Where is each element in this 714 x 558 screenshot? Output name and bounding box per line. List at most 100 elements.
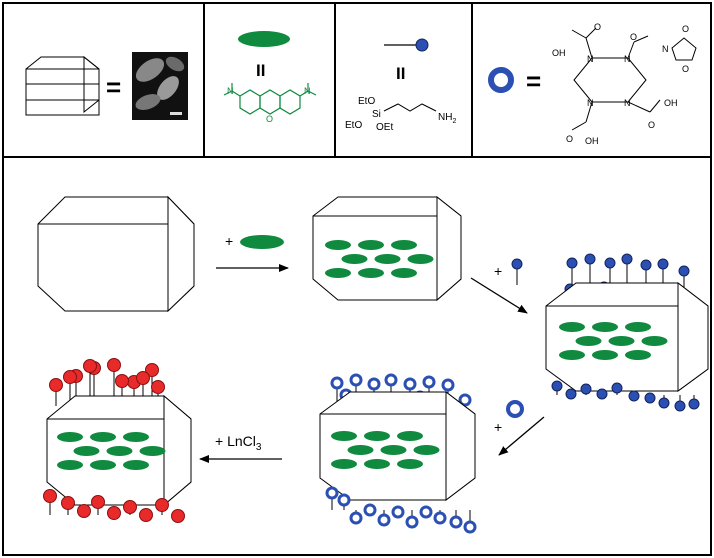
dota-oh-bottom-left: OH [585,136,599,146]
chelator-ring-icon [506,400,524,418]
bottom-lanthanide-chains [43,489,185,523]
silane-lollipop-icon [596,388,608,400]
top-lanthanide-chains [49,358,165,406]
chelator-ring-icon [422,375,436,389]
step4: + LnCl3 [199,433,282,463]
chelator-ring-icon [349,511,363,525]
chelator-ring-icon [367,377,381,391]
dota-n2: N [624,54,631,64]
dye-ellipse-icon [374,254,401,264]
step1: + [216,233,289,272]
dye-ellipse-icon [380,445,407,455]
step2-plus: + [494,263,502,279]
chelator-ring-icon [449,515,463,529]
dye-cluster [57,432,166,470]
dye-ellipse-icon [358,240,384,250]
step3-plus: + [494,419,502,435]
legend-prism: = [25,52,188,120]
step3: + [494,400,545,456]
dye-ring-oxygen: O [266,114,273,124]
lanthanide-complex-icon [171,509,185,523]
dye-ellipse-icon [407,254,434,264]
dye-ellipse-icon [325,268,351,278]
dye-ellipse-icon [559,322,585,332]
dye-ellipse-icon [575,336,602,346]
dota-nhs-o-bottom: O [682,64,689,74]
dota-oh-bottom-right: OH [664,98,678,108]
chelator-ring-icon [330,376,344,390]
apts-eto-left: EtO [345,120,362,131]
dye-ellipse-icon [641,336,668,346]
silane-lollipop-icon [621,253,633,265]
dota-ester-o: O [630,32,637,42]
dye-structure-icon [223,83,317,115]
dota-n3: N [587,98,594,108]
silane-lollipop-icon [628,390,640,402]
dye-ellipse-icon [391,240,417,250]
dota-o-bottom-left: O [566,134,573,144]
apts-si: Si [372,109,381,120]
dye-ellipse-icon [57,432,83,442]
silane-lollipop-icon [674,400,686,412]
dye-ellipse-icon [364,459,390,469]
lanthanide-complex-icon [63,370,77,384]
silane-lollipop-icon [565,388,577,400]
dota-o-bottom-right: O [648,120,655,130]
dye-ellipse-icon [364,431,390,441]
dye-ellipse-icon [331,459,357,469]
chelator-ring-icon [337,493,351,507]
chelator-ring-icon [433,511,447,525]
dye-ellipse-icon [123,460,149,470]
dye-ellipse-icon [625,350,651,360]
legend-silane-is: II [396,64,405,83]
lanthanide-complex-icon [139,508,153,522]
step4-label: + LnCl3 [215,433,262,453]
silane-lollipop-icon [611,382,623,394]
silane-lollipop-icon [566,257,578,269]
silane-lollipop-icon [551,380,563,392]
dye-ellipse-icon [391,268,417,278]
dota-n4: N [624,98,631,108]
lanthanide-complex-icon [83,359,97,373]
dye-ellipse-icon [123,432,149,442]
lanthanide-complex-icon [61,496,75,510]
lanthanide-complex-icon [43,489,57,503]
apts-eto-top: EtO [358,96,375,107]
silane-lollipop-icon [584,253,596,265]
dota-nhs-o-top: O [682,24,689,34]
chelator-ring-icon [488,67,514,93]
lanthanide-complex-icon [49,378,63,392]
lanthanide-complex-icon [151,380,165,394]
lanthanide-complex-icon [155,498,169,512]
dye-ellipse-icon [57,460,83,470]
stage-chelator [319,373,477,534]
dye-ellipse-icon [240,235,284,249]
dye-ellipse-icon [347,445,374,455]
chelator-ring-icon [441,378,455,392]
lanthanide-complex-icon [91,495,105,509]
lanthanide-complex-icon [145,363,159,377]
lanthanide-complex-icon [136,371,150,385]
apts-oet: OEt [376,122,393,133]
dye-ellipse-icon [331,431,357,441]
step1-plus: + [225,233,233,249]
silane-lollipop-icon [657,258,669,270]
lanthanide-complex-icon [107,506,121,520]
dye-ellipse-icon [238,31,290,47]
dye-nitrogen-right: N [304,86,311,96]
chelator-ring-icon [349,373,363,387]
silane-lollipop-icon [384,38,429,52]
chelator-ring-icon [384,373,398,387]
dye-ellipse-icon [592,350,618,360]
chelator-ring-icon [363,503,377,517]
silane-lollipop-icon [688,398,700,410]
dye-ellipse-icon [608,336,635,346]
chelator-ring-icon [391,505,405,519]
stage-silanized [545,253,709,412]
legend-dye-is: II [256,61,265,80]
bottom-chelator-chains [325,486,477,534]
legend-silane: II EtO Si EtO OEt NH2 [345,38,456,133]
dota-oh-top-left: OH [552,48,566,58]
dye-ellipse-icon [559,350,585,360]
